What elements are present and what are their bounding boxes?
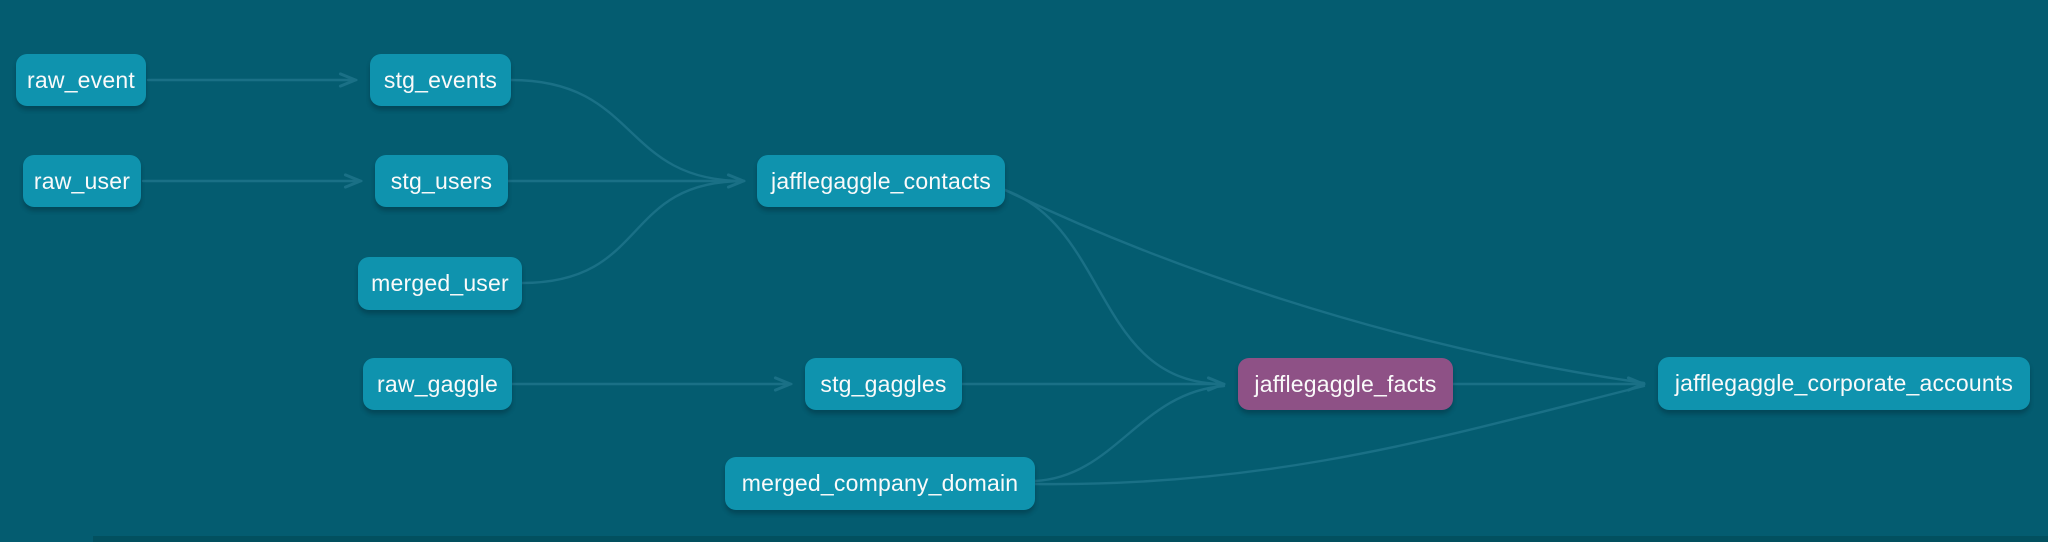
graph-node-label: stg_gaggles	[820, 370, 947, 397]
edge-stg_events-to-jafflegaggle_contacts	[509, 78, 746, 183]
graph-node-label: merged_company_domain	[741, 470, 1019, 496]
graph-node-merged_company_domain[interactable]: merged_company_domain	[725, 457, 1035, 510]
edge-merged_user-to-jafflegaggle_contacts	[520, 179, 746, 285]
graph-node-label: jafflegaggle_contacts	[771, 167, 991, 194]
graph-node-label: jafflegaggle_facts	[1254, 370, 1437, 397]
graph-node-raw_user[interactable]: raw_user	[23, 155, 141, 207]
graph-node-label: raw_user	[33, 167, 131, 194]
graph-node-label: raw_event	[27, 66, 135, 93]
graph-node-label: stg_events	[383, 66, 498, 93]
graph-node-jafflegaggle_corporate_accounts[interactable]: jafflegaggle_corporate_accounts	[1658, 357, 2030, 410]
graph-node-label: jafflegaggle_corporate_accounts	[1674, 370, 2014, 396]
graph-node-merged_user[interactable]: merged_user	[358, 257, 522, 310]
edge-jafflegaggle_contacts-to-jafflegaggle_corporate_accounts	[1003, 188, 1646, 385]
graph-node-raw_gaggle[interactable]: raw_gaggle	[363, 358, 512, 410]
graph-node-stg_events[interactable]: stg_events	[370, 54, 511, 106]
graph-node-stg_users[interactable]: stg_users	[375, 155, 508, 207]
edge-jafflegaggle_contacts-to-jafflegaggle_facts	[1003, 188, 1226, 386]
graph-node-stg_gaggles[interactable]: stg_gaggles	[805, 358, 962, 410]
graph-node-label: raw_gaggle	[377, 370, 498, 397]
edge-merged_company_domain-to-jafflegaggle_facts	[1033, 384, 1226, 483]
graph-node-raw_event[interactable]: raw_event	[16, 54, 146, 106]
bottom-edge-strip	[93, 536, 2048, 542]
graph-node-label: merged_user	[371, 270, 509, 296]
graph-node-jafflegaggle_facts[interactable]: jafflegaggle_facts	[1238, 358, 1453, 410]
graph-node-jafflegaggle_contacts[interactable]: jafflegaggle_contacts	[757, 155, 1005, 207]
graph-node-label: stg_users	[390, 167, 493, 194]
edge-merged_company_domain-to-jafflegaggle_corporate_accounts	[1033, 384, 1646, 486]
